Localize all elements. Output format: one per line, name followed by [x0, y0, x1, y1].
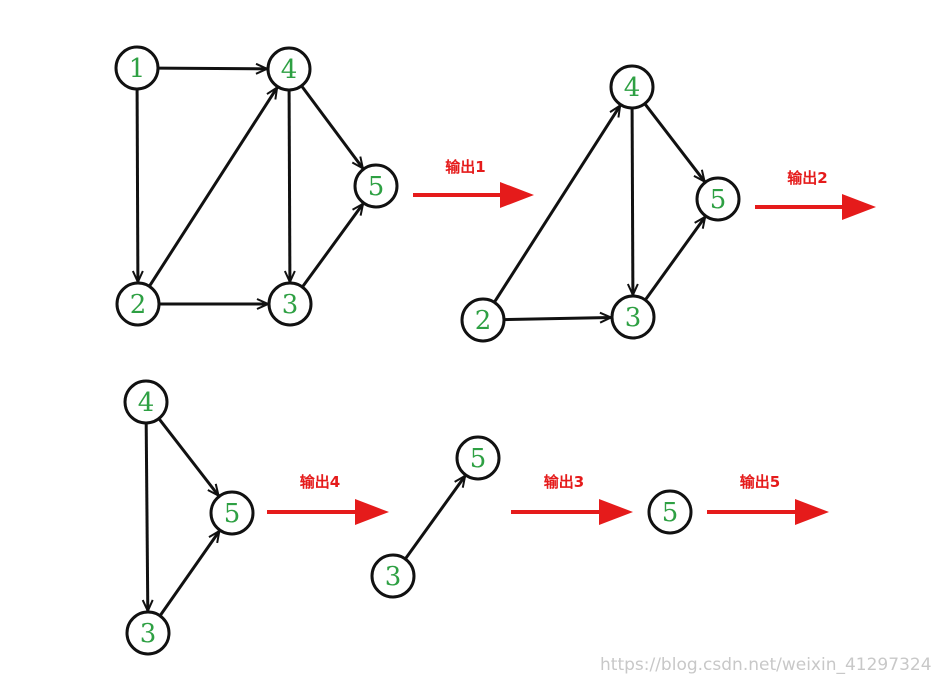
node-label: 5	[368, 172, 385, 202]
node-g3-4: 4	[123, 379, 169, 425]
edge-g1-1-to-2	[137, 88, 138, 282]
node-label: 4	[138, 388, 155, 418]
watermark-text: https://blog.csdn.net/weixin_41297324	[600, 655, 932, 675]
node-circle	[455, 435, 501, 481]
node-circle	[267, 281, 313, 327]
node-g1-1: 1	[114, 45, 160, 91]
step-arrow-head	[500, 182, 534, 208]
step-label: 输出4	[300, 473, 340, 491]
node-circle	[609, 64, 655, 110]
edge-g2-2-to-3	[503, 317, 611, 319]
node-g3-5: 5	[209, 490, 255, 536]
node-circle	[460, 297, 506, 343]
node-label: 5	[662, 498, 679, 528]
node-label: 5	[224, 499, 241, 529]
node-label: 4	[624, 73, 641, 103]
node-circle	[353, 163, 399, 209]
node-label: 3	[282, 290, 299, 320]
node-g1-5: 5	[353, 163, 399, 209]
step-arrow-4: 输出3	[511, 473, 633, 525]
node-g1-4: 4	[266, 46, 312, 92]
node-label: 5	[470, 444, 487, 474]
edge-g3-4-to-5	[157, 417, 219, 496]
node-label: 2	[475, 306, 492, 336]
node-g2-3: 3	[610, 294, 656, 340]
edge-g1-4-to-3	[289, 89, 290, 282]
edge-g4-3-to-5	[404, 476, 465, 560]
node-label: 1	[129, 54, 146, 84]
node-g1-2: 2	[115, 281, 161, 327]
node-label: 3	[385, 562, 402, 592]
step-label: 输出2	[787, 169, 827, 187]
edge-g3-3-to-5	[158, 531, 219, 617]
step-arrow-3: 输出4	[267, 473, 389, 525]
node-label: 5	[710, 185, 727, 215]
step-arrow-2: 输出2	[755, 169, 876, 220]
edge-g2-4-to-3	[632, 107, 633, 295]
step-arrow-5: 输出5	[707, 473, 829, 525]
step-label: 输出3	[544, 473, 584, 491]
node-g2-5: 5	[695, 176, 741, 222]
node-g1-3: 3	[267, 281, 313, 327]
edge-g3-4-to-3	[146, 422, 148, 611]
node-circle	[370, 553, 416, 599]
node-circle	[125, 610, 171, 656]
edge-g1-4-to-5	[300, 84, 363, 168]
node-g4-5: 5	[455, 435, 501, 481]
edge-g1-1-to-4	[157, 68, 267, 69]
step-arrow-1: 输出1	[413, 158, 534, 208]
node-label: 3	[140, 619, 157, 649]
node-circle	[123, 379, 169, 425]
node-g2-2: 2	[460, 297, 506, 343]
node-circle	[114, 45, 160, 91]
step-label: 输出1	[445, 158, 485, 176]
edge-g2-4-to-5	[643, 102, 705, 182]
edge-g1-3-to-5	[301, 204, 363, 288]
node-circle	[115, 281, 161, 327]
node-g2-4: 4	[609, 64, 655, 110]
node-g3-3: 3	[125, 610, 171, 656]
edge-g1-2-to-4	[148, 88, 277, 288]
node-circle	[209, 490, 255, 536]
node-g5-5: 5	[647, 489, 693, 535]
node-circle	[610, 294, 656, 340]
edge-g2-2-to-4	[493, 106, 620, 304]
step-arrow-head	[795, 499, 829, 525]
node-circle	[266, 46, 312, 92]
node-label: 2	[130, 290, 147, 320]
node-circle	[647, 489, 693, 535]
step-arrow-head	[355, 499, 389, 525]
node-g4-3: 3	[370, 553, 416, 599]
step-arrow-head	[842, 194, 876, 220]
node-circle	[695, 176, 741, 222]
edge-g2-3-to-5	[644, 217, 705, 301]
node-label: 3	[625, 303, 642, 333]
step-label: 输出5	[740, 473, 780, 491]
step-arrow-head	[599, 499, 633, 525]
node-label: 4	[281, 55, 298, 85]
